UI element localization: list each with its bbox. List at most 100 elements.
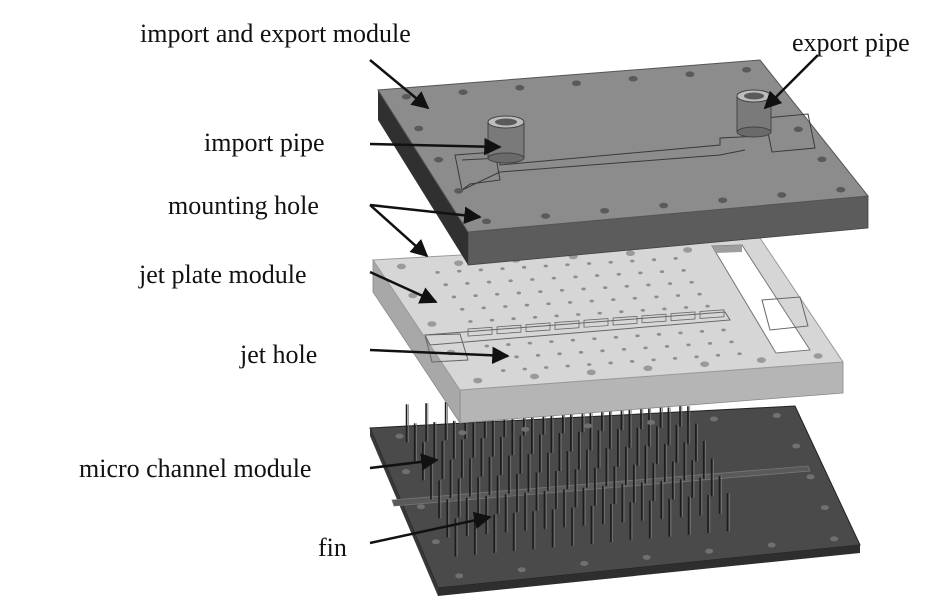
mounting-hole bbox=[777, 192, 787, 198]
jet-hole bbox=[486, 280, 492, 284]
jet-hole bbox=[484, 344, 490, 348]
top-plate-channel-lower bbox=[461, 149, 746, 191]
mounting-hole bbox=[458, 89, 468, 96]
jet-hole bbox=[586, 262, 592, 265]
jet-hole bbox=[707, 341, 713, 345]
jet-hole bbox=[624, 284, 629, 288]
micro-channel-module bbox=[369, 388, 861, 596]
mounting-hole bbox=[820, 505, 829, 511]
jet-hole bbox=[697, 292, 702, 296]
jet-hole bbox=[543, 366, 549, 369]
mounting-hole bbox=[584, 423, 593, 429]
jet-hole bbox=[611, 298, 616, 302]
jet-hole bbox=[481, 306, 486, 310]
jet-hole bbox=[532, 315, 538, 319]
mounting-hole bbox=[473, 377, 483, 384]
jet-hole bbox=[613, 335, 619, 339]
jet-hole bbox=[694, 355, 699, 359]
jet-hole bbox=[662, 307, 667, 311]
mounting-hole bbox=[434, 156, 444, 163]
jet-hole bbox=[737, 352, 742, 356]
jet-hole bbox=[576, 313, 581, 316]
mounting-hole bbox=[529, 373, 539, 380]
jet-hole bbox=[589, 299, 594, 303]
jet-hole bbox=[594, 274, 600, 277]
jet-hole bbox=[543, 264, 548, 268]
mounting-hole bbox=[454, 260, 464, 266]
jet-hole bbox=[527, 341, 533, 345]
leader-lines bbox=[369, 54, 819, 545]
jet-hole bbox=[459, 307, 465, 311]
mounting-hole bbox=[482, 218, 492, 225]
jet-hole bbox=[608, 361, 613, 365]
mounting-hole bbox=[742, 66, 752, 73]
mounting-hole bbox=[600, 207, 610, 214]
export-pipe bbox=[736, 89, 772, 138]
channel-cell bbox=[554, 320, 580, 330]
jet-hole bbox=[501, 369, 506, 372]
jet-hole bbox=[465, 281, 470, 285]
mounting-hole bbox=[402, 469, 411, 475]
mounting-hole bbox=[683, 247, 693, 253]
jet-hole bbox=[638, 271, 643, 275]
mounting-hole bbox=[458, 430, 467, 436]
jet-hole bbox=[592, 337, 597, 341]
jet-hole bbox=[597, 311, 602, 315]
mounting-hole bbox=[541, 213, 551, 219]
label-jet-plate-module: jet plate module bbox=[139, 260, 307, 289]
jet-hole bbox=[640, 308, 646, 312]
mounting-hole bbox=[685, 71, 695, 78]
mounting-hole bbox=[408, 292, 418, 299]
jet-hole bbox=[489, 318, 495, 322]
top-outlet-cavity bbox=[764, 113, 816, 153]
channel-cell bbox=[583, 318, 609, 328]
jet-hole bbox=[629, 360, 635, 363]
leader-import-export-module bbox=[369, 59, 430, 110]
jet-hole bbox=[578, 350, 584, 354]
jet-hole bbox=[715, 353, 721, 357]
leader-jet-plate-module bbox=[369, 270, 438, 304]
jet-hole bbox=[664, 344, 670, 348]
micro-plate-left-edge bbox=[370, 428, 438, 596]
jet-hole bbox=[567, 300, 573, 304]
mounting-hole bbox=[806, 474, 815, 480]
mounting-hole bbox=[767, 542, 776, 548]
jet-channel-cells bbox=[467, 309, 725, 337]
jet-hole bbox=[581, 287, 586, 291]
jet-hole bbox=[686, 343, 691, 347]
jet-hole bbox=[643, 346, 648, 350]
import-pipe bbox=[487, 115, 525, 164]
jet-plate-slot bbox=[711, 244, 811, 354]
jet-hole bbox=[659, 270, 665, 274]
leader-import-pipe bbox=[369, 137, 502, 156]
jet-hole bbox=[654, 295, 659, 299]
jet-hole bbox=[683, 306, 689, 309]
jet-hole bbox=[549, 340, 554, 344]
jet-hole bbox=[729, 340, 734, 344]
mounting-hole bbox=[793, 126, 803, 133]
jet-hole bbox=[651, 258, 657, 262]
jet-hole bbox=[586, 363, 592, 366]
channel-cell bbox=[467, 326, 493, 337]
mounting-hole bbox=[705, 548, 714, 554]
jet-hole bbox=[492, 356, 498, 360]
jet-hole bbox=[522, 367, 527, 371]
channel-cell bbox=[496, 324, 522, 335]
jet-hole bbox=[551, 276, 557, 280]
jet-hole bbox=[635, 334, 640, 338]
mounting-hole bbox=[659, 202, 669, 209]
mounting-hole bbox=[813, 353, 823, 359]
mounting-hole bbox=[772, 413, 781, 419]
jet-hole bbox=[516, 291, 521, 295]
label-jet-hole: jet hole bbox=[240, 340, 318, 369]
mounting-hole bbox=[571, 80, 581, 87]
mounting-hole bbox=[416, 504, 425, 510]
mounting-hole bbox=[709, 416, 718, 422]
jet-hole bbox=[570, 338, 576, 342]
mounting-hole bbox=[521, 426, 530, 432]
leader-fin bbox=[369, 511, 492, 545]
jet-hole bbox=[554, 314, 559, 318]
jet-hole bbox=[699, 330, 705, 333]
mounting-hole bbox=[580, 561, 589, 567]
jet-hole bbox=[494, 292, 500, 296]
